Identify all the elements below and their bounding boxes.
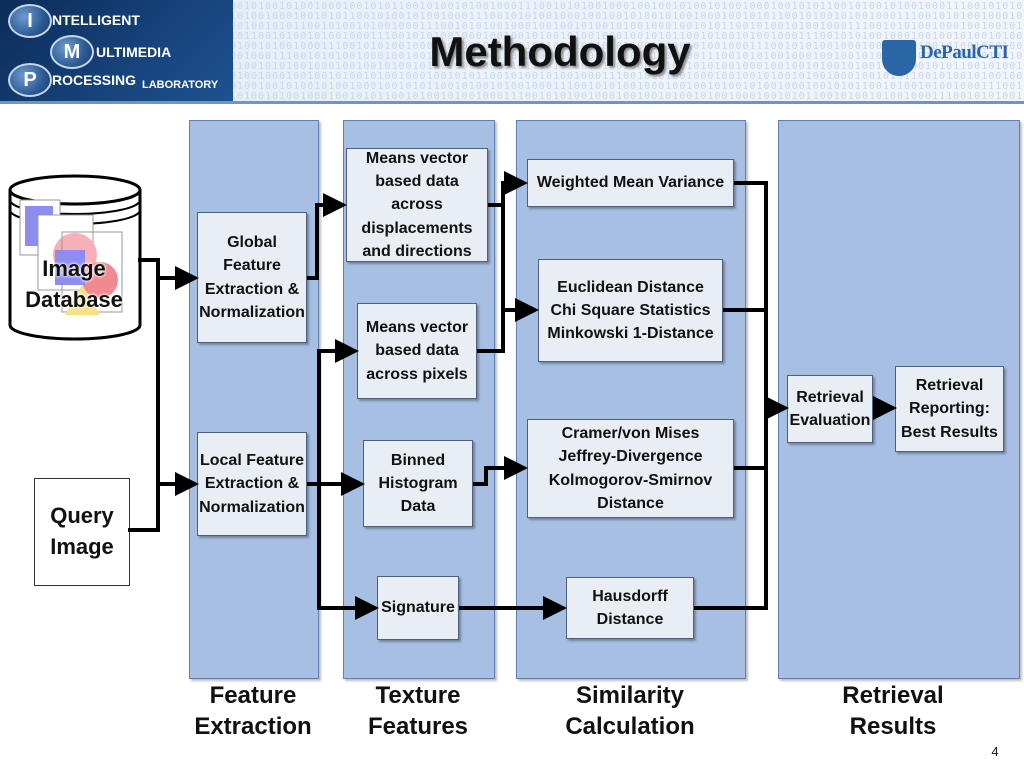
euclidean-chi-minkowski-label: Euclidean Distance Chi Square Statistics… [547,278,714,343]
image-database-label: Image Database [25,256,123,312]
binned-histogram-box: Binned Histogram Data [363,440,473,527]
depaul-cti-wordmark: DePaulCTI [920,42,1009,63]
imp-lab-logo: I M P NTELLIGENT ULTIMEDIA ROCESSING LAB… [0,0,233,103]
binary-background: 0010100101001000100101011001010010100100… [230,2,1024,100]
page-title: Methodology [429,28,691,75]
label-feature-extraction: Feature Extraction [194,682,312,741]
logo-letter-i: I [8,4,52,38]
signature-box: Signature [377,576,459,640]
label-retrieval-results: Retrieval Results [842,682,944,741]
signature-label: Signature [381,599,455,617]
cramer-jeffrey-kolmogorov-box: Cramer/von Mises Jeffrey-Divergence Kolm… [527,419,734,518]
logo-letter-p: P [8,63,52,97]
hausdorff-distance-box: Hausdorff Distance [566,577,694,639]
page-number: 4 [991,744,999,759]
logo-word-laboratory: LABORATORY [142,79,219,91]
weighted-mean-variance-box: Weighted Mean Variance [527,159,734,207]
means-vector-pixels-label: Means vector based data across pixels [365,319,469,383]
means-vector-displacements-box: Means vector based data across displacem… [346,148,488,262]
column-feature-extraction [189,120,319,679]
binned-histogram-label: Binned Histogram Data [378,451,458,516]
local-feature-extraction-label: Local Feature Extraction & Normalization [199,452,305,516]
query-image-box: Query Image [34,478,130,586]
image-database-icon [8,174,142,341]
logo-word-intelligent: NTELLIGENT [52,12,140,28]
logo-word-processing: ROCESSING [52,72,137,88]
hausdorff-distance-label: Hausdorff Distance [592,587,668,628]
retrieval-evaluation-box: Retrieval Evaluation [787,375,873,443]
header-divider [0,101,1024,104]
weighted-mean-variance-label: Weighted Mean Variance [536,174,725,192]
depaul-cti-logo: DePaulCTI [882,38,1022,78]
means-vector-pixels-box: Means vector based data across pixels [357,303,477,399]
global-feature-extraction-label: Global Feature Extraction & Normalizatio… [199,234,305,321]
arrow-query-to-local [128,472,199,532]
logo-letter-m: M [50,35,94,69]
depaul-shield-icon [882,40,916,76]
euclidean-chi-minkowski-box: Euclidean Distance Chi Square Statistics… [538,259,723,362]
label-texture-features: Texture Features [367,682,469,741]
means-vector-displacements-label: Means vector based data across displacem… [361,150,473,260]
retrieval-evaluation-label: Retrieval Evaluation [789,388,871,429]
label-similarity-calculation: Similarity Calculation [565,682,695,741]
header-banner: 0010100101001000100101011001010010100100… [0,0,1024,103]
retrieval-reporting-box: Retrieval Reporting: Best Results [895,366,1004,452]
local-feature-extraction-box: Local Feature Extraction & Normalization [197,432,307,536]
query-image-label: Query Image [50,503,114,559]
logo-word-multimedia: ULTIMEDIA [96,44,172,60]
cramer-jeffrey-kolmogorov-label: Cramer/von Mises Jeffrey-Divergence Kolm… [548,425,713,512]
global-feature-extraction-box: Global Feature Extraction & Normalizatio… [197,212,307,343]
retrieval-reporting-label: Retrieval Reporting: Best Results [901,377,998,441]
